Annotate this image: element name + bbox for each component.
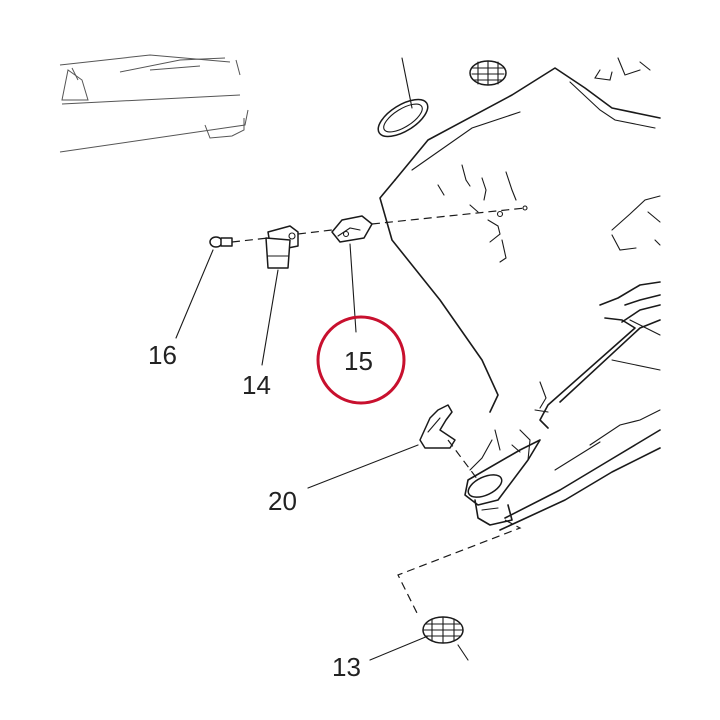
upper-left-assembly bbox=[59, 54, 249, 153]
callout-20: 20 bbox=[268, 486, 297, 516]
main-housing bbox=[379, 57, 661, 413]
lower-pivot-bracket bbox=[464, 429, 541, 526]
callout-14: 14 bbox=[242, 370, 271, 400]
callout-16: 16 bbox=[148, 340, 177, 370]
clip-part-14 bbox=[265, 225, 299, 269]
latch-part-20 bbox=[419, 404, 456, 449]
screw-part-16 bbox=[209, 236, 233, 248]
highlight-circle-15 bbox=[316, 315, 406, 405]
right-rail bbox=[499, 281, 661, 531]
callout-13: 13 bbox=[332, 652, 361, 682]
bracket-part-15 bbox=[331, 215, 373, 243]
leader-lines bbox=[175, 57, 469, 661]
top-grommet-part bbox=[469, 60, 507, 86]
o-ring-top bbox=[377, 98, 429, 138]
callout-15: 15 bbox=[344, 346, 373, 376]
assembly-lines bbox=[231, 207, 526, 616]
bottom-grommet-part bbox=[422, 616, 464, 644]
